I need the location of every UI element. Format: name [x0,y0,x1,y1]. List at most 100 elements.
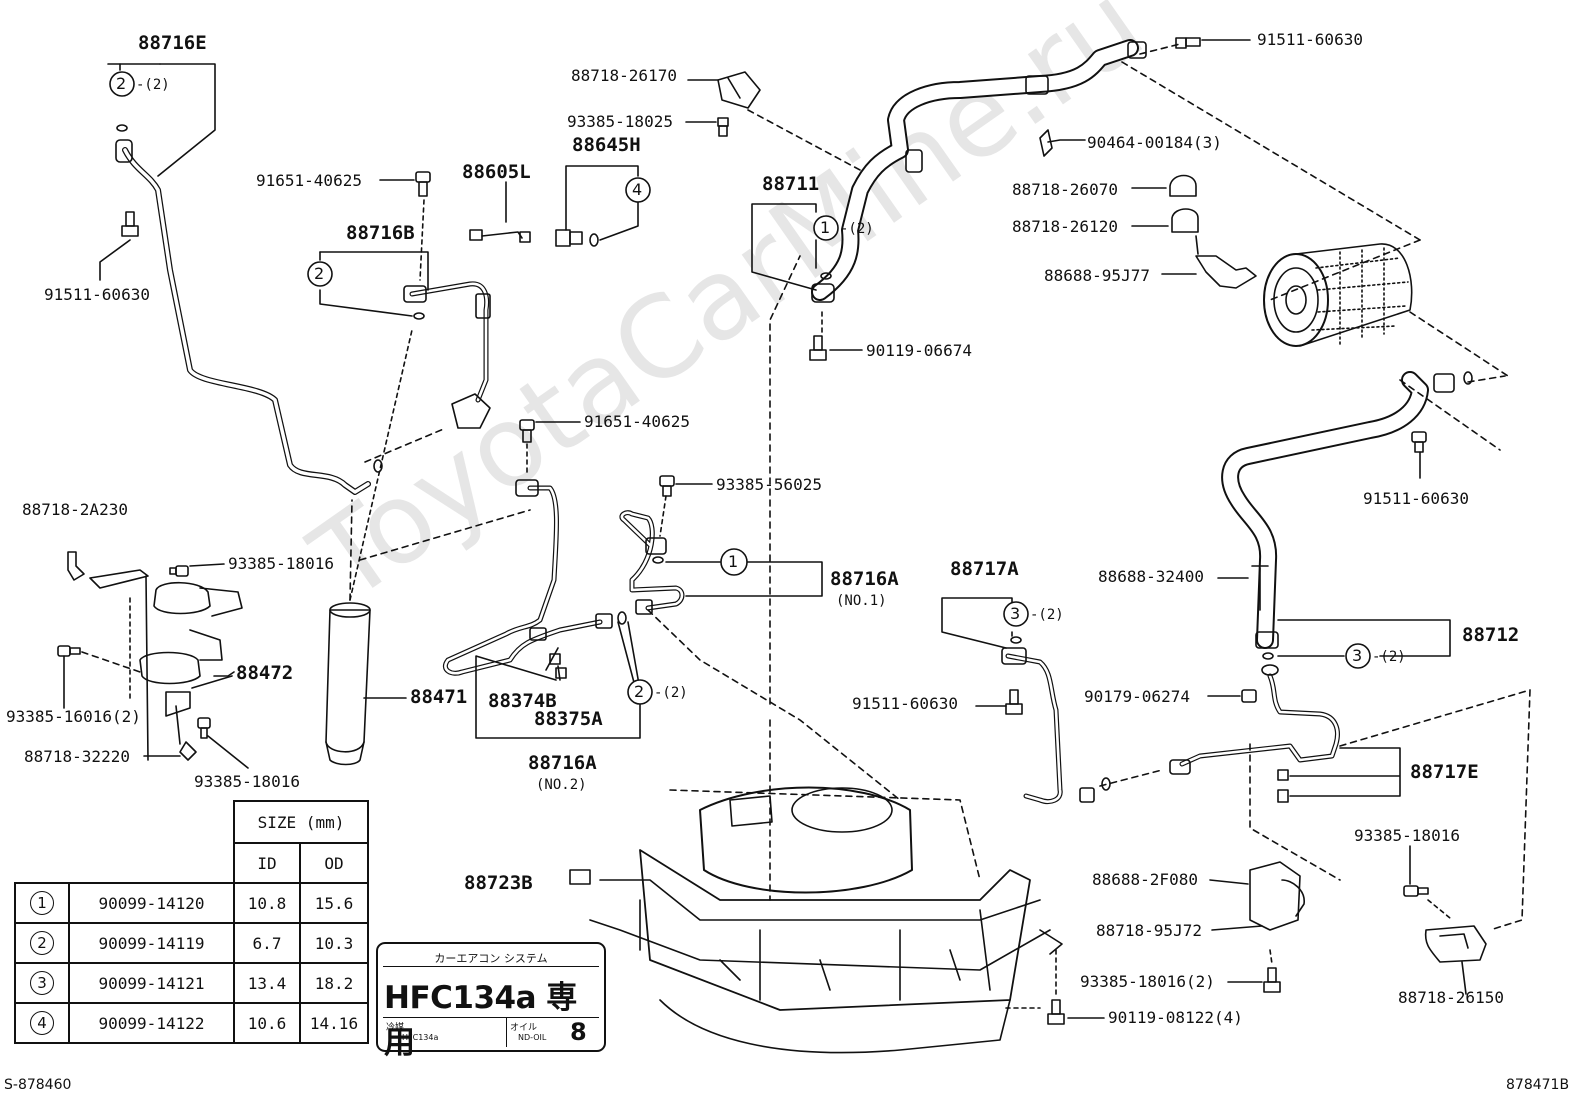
qty-88717A: -(2) [1030,607,1064,623]
row-id: 13.4 [233,962,301,1004]
label-88723B[interactable]: 88723B [464,872,533,894]
col-id: ID [233,842,301,884]
decal-oil-value: ND-OIL [518,1033,547,1042]
label-93385-18016-2[interactable]: 93385-18016(2) [1080,972,1215,991]
label-90464-00184[interactable]: 90464-00184(3) [1087,133,1222,152]
label-88718-26150[interactable]: 88718-26150 [1398,988,1504,1007]
ref-circle-1-88716A: 1 [728,552,739,571]
label-91651-40625-mid[interactable]: 91651-40625 [584,412,690,431]
switch-88645H [555,165,639,247]
label-88718-26170[interactable]: 88718-26170 [571,66,677,85]
label-88375A[interactable]: 88375A [534,708,603,730]
table-row: 4 90099-14122 10.6 14.16 [14,1002,369,1044]
clamp-88718-26150 [1424,925,1487,995]
bolt-90119-06674 [809,311,863,361]
label-88718-26070[interactable]: 88718-26070 [1012,180,1118,199]
label-90119-06674[interactable]: 90119-06674 [866,341,972,360]
label-93385-18025[interactable]: 93385-18025 [567,112,673,131]
label-88718-95J72[interactable]: 88718-95J72 [1096,921,1202,940]
col-od: OD [299,842,369,884]
label-88717A[interactable]: 88717A [950,558,1019,580]
row-id: 6.7 [233,922,301,964]
ref-circle-2-88716A: 2 [634,682,645,701]
bolt-91651-40625-top [415,171,431,197]
ref-circle-1-88711: 1 [820,218,831,237]
table-row: 1 90099-14120 10.8 15.6 [14,882,369,924]
pipe-88716A-no1 [619,510,685,615]
label-90179-06274[interactable]: 90179-06274 [1084,687,1190,706]
label-90119-08122[interactable]: 90119-08122(4) [1108,1008,1243,1027]
label-88472[interactable]: 88472 [236,662,294,684]
table-row: 2 90099-14119 6.7 10.3 [14,922,369,964]
row-part[interactable]: 90099-14120 [68,882,235,924]
row-part[interactable]: 90099-14119 [68,922,235,964]
label-91651-40625-top[interactable]: 91651-40625 [256,171,362,190]
oring-size-table: SIZE (mm) ID OD 1 90099-14120 10.8 15.6 … [14,800,369,1044]
hose-88712 [1221,371,1473,649]
label-88716A-no1-sub: (NO.1) [836,593,887,609]
label-93385-18016-left[interactable]: 93385-18016 [228,554,334,573]
row-key: 4 [30,1011,54,1035]
pipe-88717A [1001,636,1095,805]
label-88718-32220[interactable]: 88718-32220 [24,747,130,766]
label-88716A-no1[interactable]: 88716A [830,568,899,590]
decal-title: カーエアコン システム [434,952,548,965]
label-88471[interactable]: 88471 [410,686,468,708]
row-od: 10.3 [299,922,369,964]
label-88718-2A230[interactable]: 88718-2A230 [22,500,128,519]
label-93385-18016-lower[interactable]: 93385-18016 [194,772,300,791]
label-88688-95J77[interactable]: 88688-95J77 [1044,266,1150,285]
pipe-88716B [403,281,491,429]
decal-main-text: HFC134a 専用 [384,980,577,1061]
table-row: 3 90099-14121 13.4 18.2 [14,962,369,1004]
label-88605L[interactable]: 88605L [462,161,531,183]
label-91511-60630-left[interactable]: 91511-60630 [44,285,150,304]
bracket-88688-95J77 [1161,255,1257,289]
label-88716E[interactable]: 88716E [138,32,207,54]
bolt-93385-18016-2 [1227,949,1281,993]
label-88717E[interactable]: 88717E [1410,761,1479,783]
pipe-88716A-no2 [442,479,627,676]
qty-88711: -(2) [840,221,874,237]
row-id: 10.8 [233,882,301,924]
label-88716A-no2[interactable]: 88716A [528,752,597,774]
label-88688-32400[interactable]: 88688-32400 [1098,567,1204,586]
bolt-91511-60630-mid [975,689,1023,715]
qty-88716E: -(2) [136,77,170,93]
row-part[interactable]: 90099-14122 [68,1002,235,1044]
bolt-93385-18016-lower [197,717,249,769]
label-93385-56025[interactable]: 93385-56025 [716,475,822,494]
ref-circle-3-88712: 3 [1352,646,1363,665]
hose-88711 [811,39,1147,303]
row-od: 15.6 [299,882,369,924]
label-93385-16016[interactable]: 93385-16016(2) [6,707,141,726]
label-88711[interactable]: 88711 [762,173,820,195]
row-key: 2 [30,931,54,955]
bolt-91511-60630-top [1175,37,1251,49]
label-91511-60630-top[interactable]: 91511-60630 [1257,30,1363,49]
label-88712[interactable]: 88712 [1462,624,1520,646]
label-91511-60630-right[interactable]: 91511-60630 [1363,489,1469,508]
decal-oil-number: 8 [570,1018,587,1046]
decal-refrigerant-label: 冷媒 [386,1023,405,1033]
refrigerant-decal: カーエアコン システム HFC134a 専用 冷媒 HFC134a オイル ND… [376,942,606,1061]
bolt-93385-16016 [57,645,141,709]
ref-circle-3-88717A: 3 [1010,604,1021,623]
label-93385-18016-right[interactable]: 93385-18016 [1354,826,1460,845]
sensor-88605L [469,181,531,243]
label-88374B[interactable]: 88374B [488,690,557,712]
receiver-88471 [325,602,407,766]
label-88645H[interactable]: 88645H [572,134,641,156]
label-91511-60630-mid[interactable]: 91511-60630 [852,694,958,713]
label-88718-26120[interactable]: 88718-26120 [1012,217,1118,236]
row-id: 10.6 [233,1002,301,1044]
decal-refrigerant-value: HFC134a [402,1033,439,1042]
bolt-93385-56025 [659,475,713,537]
label-88716B[interactable]: 88716B [346,222,415,244]
row-part[interactable]: 90099-14121 [68,962,235,1004]
bracket-88472 [67,551,243,761]
label-88688-2F080[interactable]: 88688-2F080 [1092,870,1198,889]
ref-circle-4-88645H: 4 [632,180,643,199]
